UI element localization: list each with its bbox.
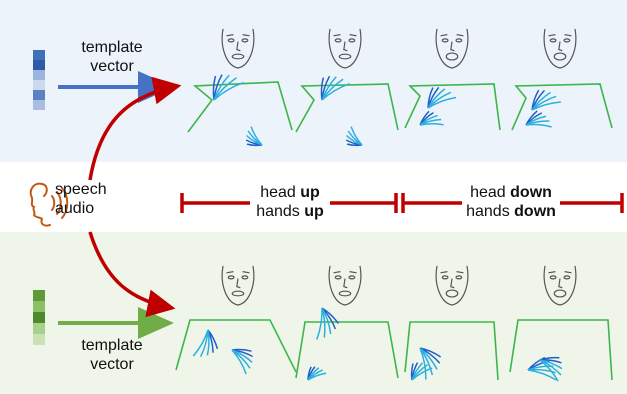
hand-skeleton <box>320 75 350 101</box>
bottom-template-vector-cell <box>33 301 45 312</box>
body-skeleton <box>175 319 297 373</box>
hand-skeleton <box>539 356 563 382</box>
hand-skeleton <box>531 89 561 111</box>
bottom-template-vector-cell <box>33 334 45 345</box>
face-sketch <box>543 28 577 69</box>
hand-skeleton <box>419 347 442 380</box>
speaking-head-icon <box>29 182 69 227</box>
bottom-template-vector-cell <box>33 312 45 323</box>
hand-skeleton <box>427 86 457 109</box>
body-skeleton <box>511 83 613 131</box>
speech-audio-label: speech audio <box>55 181 107 217</box>
bottom-template-vector-cell <box>33 290 45 301</box>
hand-skeleton <box>419 110 444 126</box>
face-sketch <box>543 265 577 306</box>
red-audio-arrow-up <box>88 76 182 181</box>
face-sketch <box>328 265 362 306</box>
bottom-template-vector-cell <box>33 323 45 334</box>
face-sketch <box>221 28 255 69</box>
top-template-vector-cell <box>33 100 45 110</box>
segment-up-label: head up hands up <box>256 184 324 220</box>
hand-skeleton <box>316 307 339 340</box>
hand-skeleton <box>192 329 219 358</box>
body-skeleton <box>509 319 613 381</box>
hand-skeleton <box>525 110 552 128</box>
top-template-label: template vector <box>81 39 143 75</box>
top-template-vector <box>33 50 45 110</box>
body-skeleton <box>295 321 399 379</box>
top-template-vector-cell <box>33 80 45 90</box>
face-sketch <box>328 28 362 69</box>
bottom-panel-background <box>0 232 627 394</box>
segment-down-label: head down hands down <box>466 184 556 220</box>
timeline-head-up <box>180 193 398 213</box>
body-skeleton <box>295 83 399 133</box>
top-template-vector-cell <box>33 60 45 70</box>
top-template-vector-cell <box>33 90 45 100</box>
bottom-template-vector <box>33 290 45 345</box>
hand-skeleton <box>345 126 363 147</box>
top-template-vector-cell <box>33 70 45 80</box>
face-sketch <box>221 265 255 306</box>
hand-skeleton <box>212 74 244 101</box>
face-sketch <box>435 265 469 306</box>
timeline-head-down <box>401 193 624 213</box>
body-skeleton <box>187 81 293 133</box>
top-template-vector-cell <box>33 50 45 60</box>
red-audio-arrow-down <box>88 231 176 318</box>
hand-skeleton <box>307 366 327 381</box>
bottom-template-label: template vector <box>81 337 143 373</box>
body-skeleton <box>404 321 499 381</box>
hand-skeleton <box>410 362 433 381</box>
hand-skeleton <box>231 348 253 375</box>
pose-frames <box>175 28 613 382</box>
body-skeleton <box>404 83 501 131</box>
face-sketch <box>435 28 469 69</box>
hand-skeleton <box>245 126 263 147</box>
